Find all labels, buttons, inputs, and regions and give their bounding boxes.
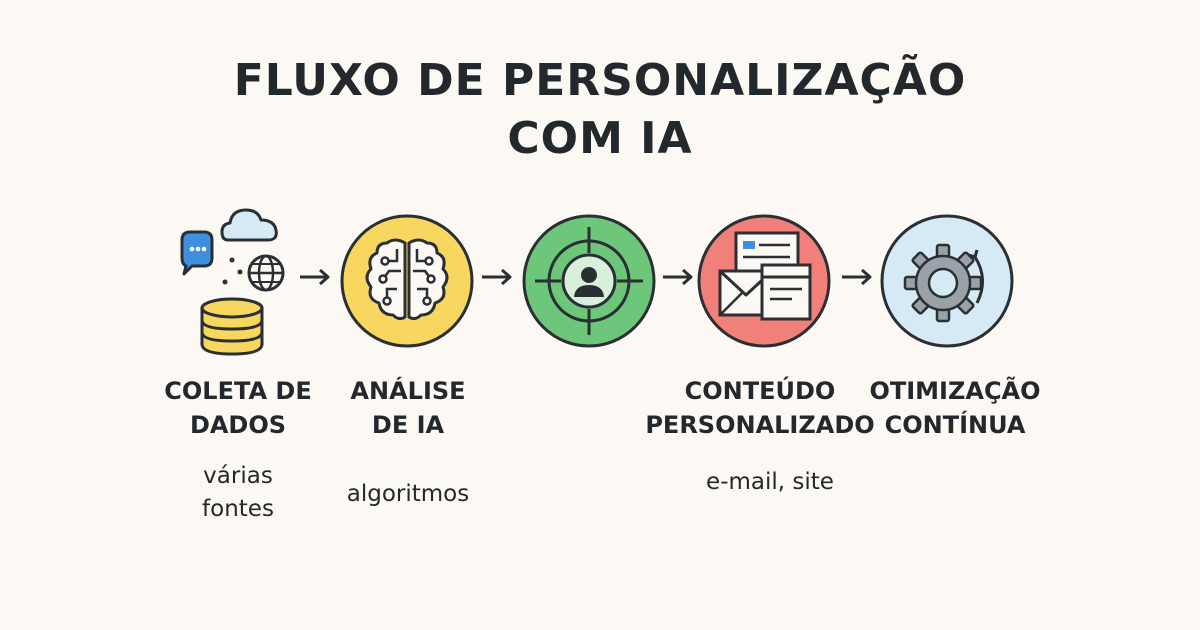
arrow-right-icon [663,268,693,286]
title-line-2: COM IA [507,113,693,164]
step-label-coleta: COLETA DE DADOS [138,374,338,442]
arrow-right-icon [300,268,330,286]
data-sources-icon [180,208,285,356]
step-sub-line: várias [203,463,273,489]
step-label-line: OTIMIZAÇÃO [869,377,1041,405]
step-label-line: PERSONALIZADO [645,411,875,439]
step-label-line: ANÁLISE [350,377,466,405]
step-label-otimizacao: OTIMIZAÇÃO CONTÍNUA [855,374,1055,442]
gear-cycle-icon [880,214,1014,348]
title-line-1: FLUXO DE PERSONALIZAÇÃO [233,55,967,106]
brain-circuit-icon [340,214,474,348]
step-label-line: CONTEÚDO [684,377,836,405]
arrow-right-icon [482,268,512,286]
step-sub-coleta: várias fontes [138,460,338,526]
step-sub-line: algoritmos [346,481,470,507]
step-label-conteudo: CONTEÚDO PERSONALIZADO [640,374,880,442]
step-label-line: DADOS [189,411,287,439]
step-label-line: COLETA DE [164,377,312,405]
step-sub-line: fontes [202,496,274,522]
step-sub-line: e-mail, site [706,469,834,495]
step-sub-conteudo: e-mail, site [670,466,870,499]
step-label-line: DE IA [371,411,445,439]
step-label-analise: ANÁLISE DE IA [308,374,508,442]
step-sub-analise: algoritmos [308,478,508,511]
arrow-right-icon [842,268,872,286]
step-label-line: CONTÍNUA [884,411,1026,439]
page-title: FLUXO DE PERSONALIZAÇÃO COM IA [0,52,1200,168]
target-user-icon [522,214,656,348]
email-web-icon [697,214,831,348]
